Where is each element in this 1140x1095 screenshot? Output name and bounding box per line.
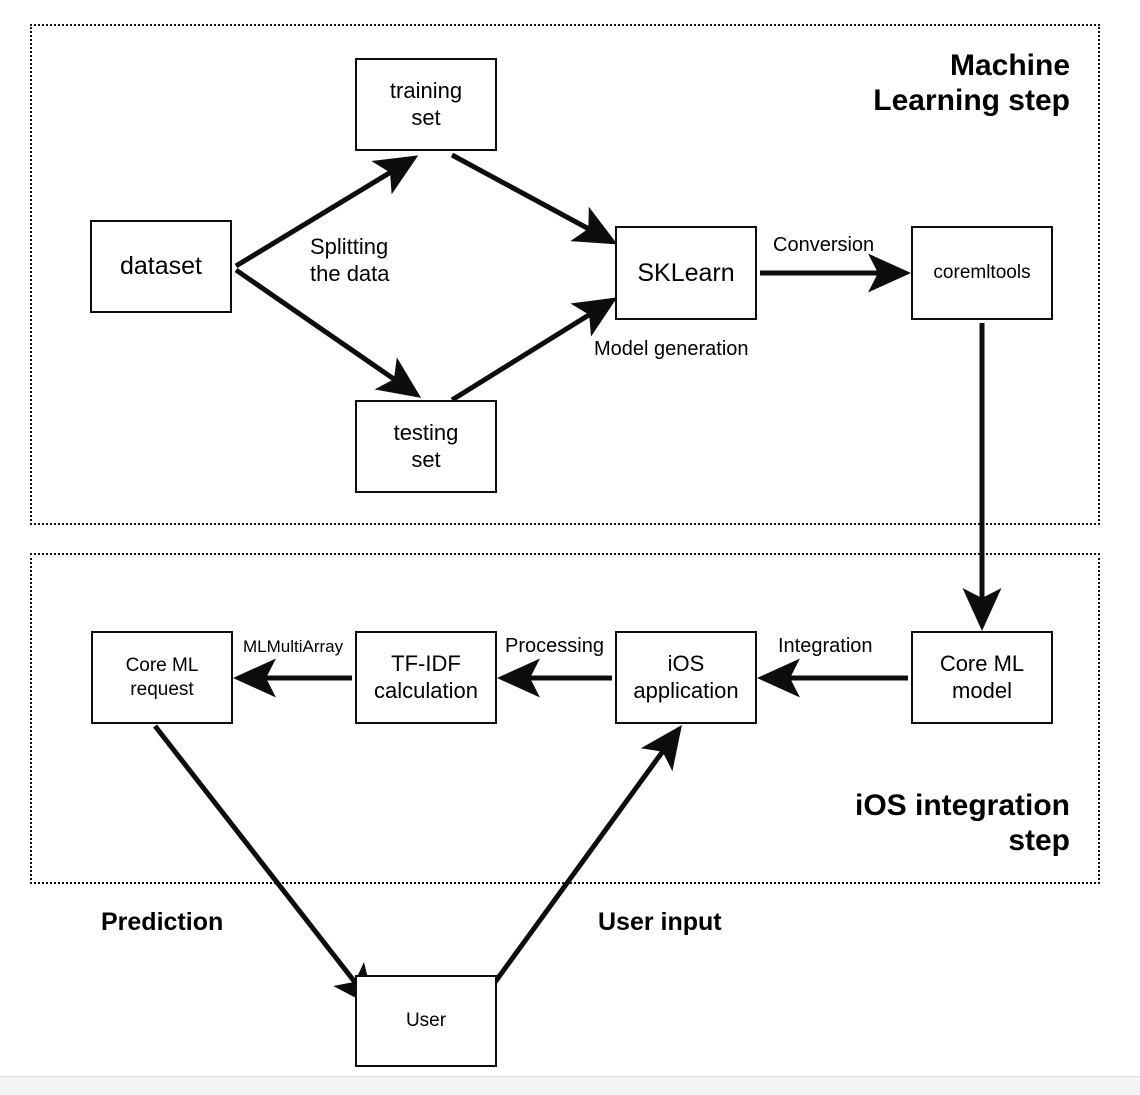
edge-label-mlmultiarray: MLMultiArray xyxy=(243,637,344,656)
group-title-machine-learning-step: Machine Learning step xyxy=(873,49,1070,118)
node-testing-set[interactable]: testing set xyxy=(355,400,497,493)
edge-testing-set-to-sklearn xyxy=(450,297,618,403)
node-core-ml-request[interactable]: Core ML request xyxy=(91,631,233,724)
edge-label-integration: Integration xyxy=(778,635,873,657)
node-user[interactable]: User xyxy=(355,975,497,1067)
edge-dataset-to-testing-set xyxy=(234,267,422,398)
flow-label-user-input: User input xyxy=(598,908,722,936)
node-dataset[interactable]: dataset xyxy=(90,220,232,313)
edge-dataset-to-training-set xyxy=(234,155,419,269)
edge-label-processing: Processing xyxy=(505,635,604,657)
edge-training-set-to-sklearn xyxy=(450,152,618,245)
group-machine-learning-step xyxy=(30,24,1100,525)
group-title-ios-integration-step: iOS integration step xyxy=(854,789,1070,858)
edge-label-conversion: Conversion xyxy=(773,234,875,256)
edge-user-to-ios-application xyxy=(479,724,682,1002)
node-training-set[interactable]: training set xyxy=(355,58,497,151)
node-coremltools[interactable]: coremltools xyxy=(911,226,1053,320)
edge-label-model-generation: Model generation xyxy=(594,338,749,360)
node-core-ml-model[interactable]: Core ML model xyxy=(911,631,1053,724)
node-sklearn[interactable]: SKLearn xyxy=(615,226,757,320)
edge-label-splitting-the-data: Splitting the data xyxy=(310,234,390,286)
node-tf-idf-calculation[interactable]: TF-IDF calculation xyxy=(355,631,497,724)
node-ios-application[interactable]: iOS application xyxy=(615,631,757,724)
flow-label-prediction: Prediction xyxy=(101,908,224,936)
edge-core-ml-request-to-user xyxy=(153,724,376,1008)
